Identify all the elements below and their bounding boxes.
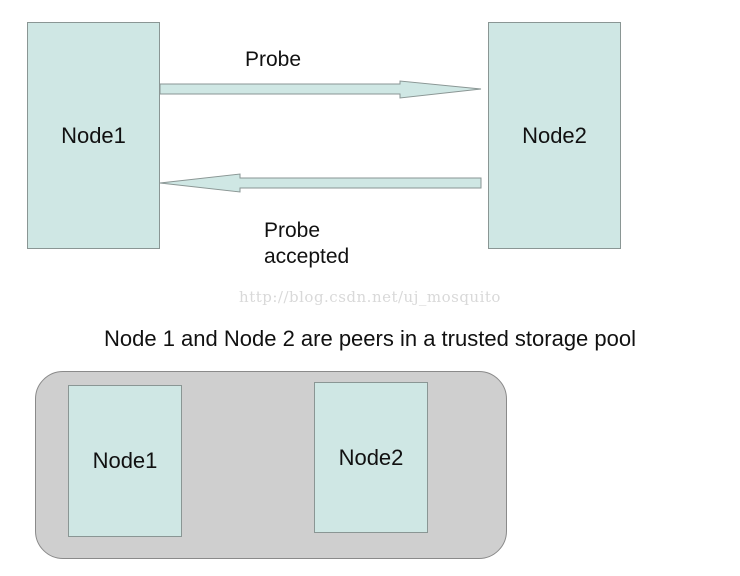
probe-label: Probe	[245, 48, 302, 71]
probe-accepted-label: Probe accepted	[264, 218, 349, 270]
pool-node1-box: Node1	[68, 385, 182, 537]
pool-node2-box: Node2	[314, 382, 428, 533]
top-node1-box: Node1	[27, 22, 160, 249]
pool-node1-label: Node1	[92, 448, 158, 473]
probe-accepted-arrow	[159, 173, 482, 193]
top-node2-label: Node2	[522, 122, 587, 148]
probe-accepted-line2: accepted	[264, 245, 350, 268]
pool-node2-label: Node2	[338, 444, 404, 470]
probe-accepted-line1: Probe	[264, 219, 321, 242]
top-node1-label: Node1	[61, 122, 126, 148]
top-node2-box: Node2	[488, 22, 621, 249]
pool-caption: Node 1 and Node 2 are peers in a trusted…	[103, 326, 637, 351]
watermark: http://blog.csdn.net/uj_mosquito	[239, 288, 501, 306]
probe-arrow	[159, 80, 482, 99]
